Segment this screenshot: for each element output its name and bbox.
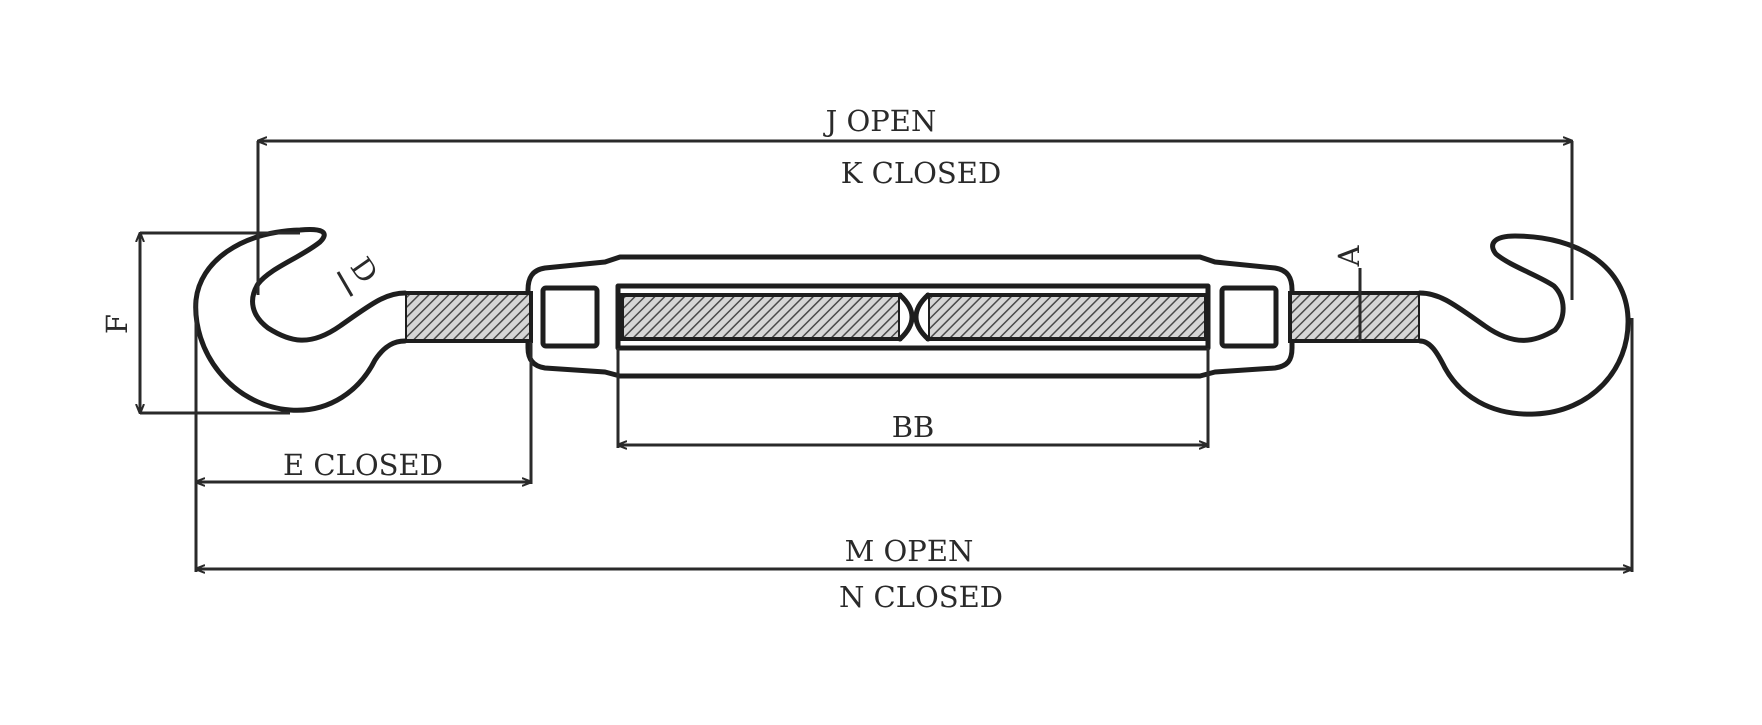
inner-left-thread — [620, 293, 902, 341]
left-thread-rod — [403, 291, 533, 343]
label-e-closed: E CLOSED — [283, 448, 443, 482]
turnbuckle-body — [525, 254, 1295, 379]
right-end-nut — [1219, 285, 1279, 349]
label-bb: BB — [892, 410, 935, 444]
thread-center-notch — [897, 292, 931, 342]
label-k-closed: K CLOSED — [841, 156, 1001, 190]
label-j-open: J OPEN — [823, 104, 937, 138]
label-a: A — [1332, 244, 1366, 267]
left-hook — [193, 227, 408, 413]
dimension-lines — [140, 141, 1634, 572]
right-hook — [1417, 233, 1631, 417]
label-n-closed: N CLOSED — [839, 580, 1003, 614]
label-f: F — [100, 314, 134, 334]
label-m-open: M OPEN — [845, 534, 974, 568]
right-thread-rod — [1288, 291, 1422, 343]
inner-right-thread — [926, 293, 1208, 341]
dimension-labels: J OPEN K CLOSED F D A E CLOSED BB M OPEN… — [100, 104, 1366, 614]
label-d: D — [344, 251, 385, 290]
left-end-nut — [540, 285, 600, 349]
